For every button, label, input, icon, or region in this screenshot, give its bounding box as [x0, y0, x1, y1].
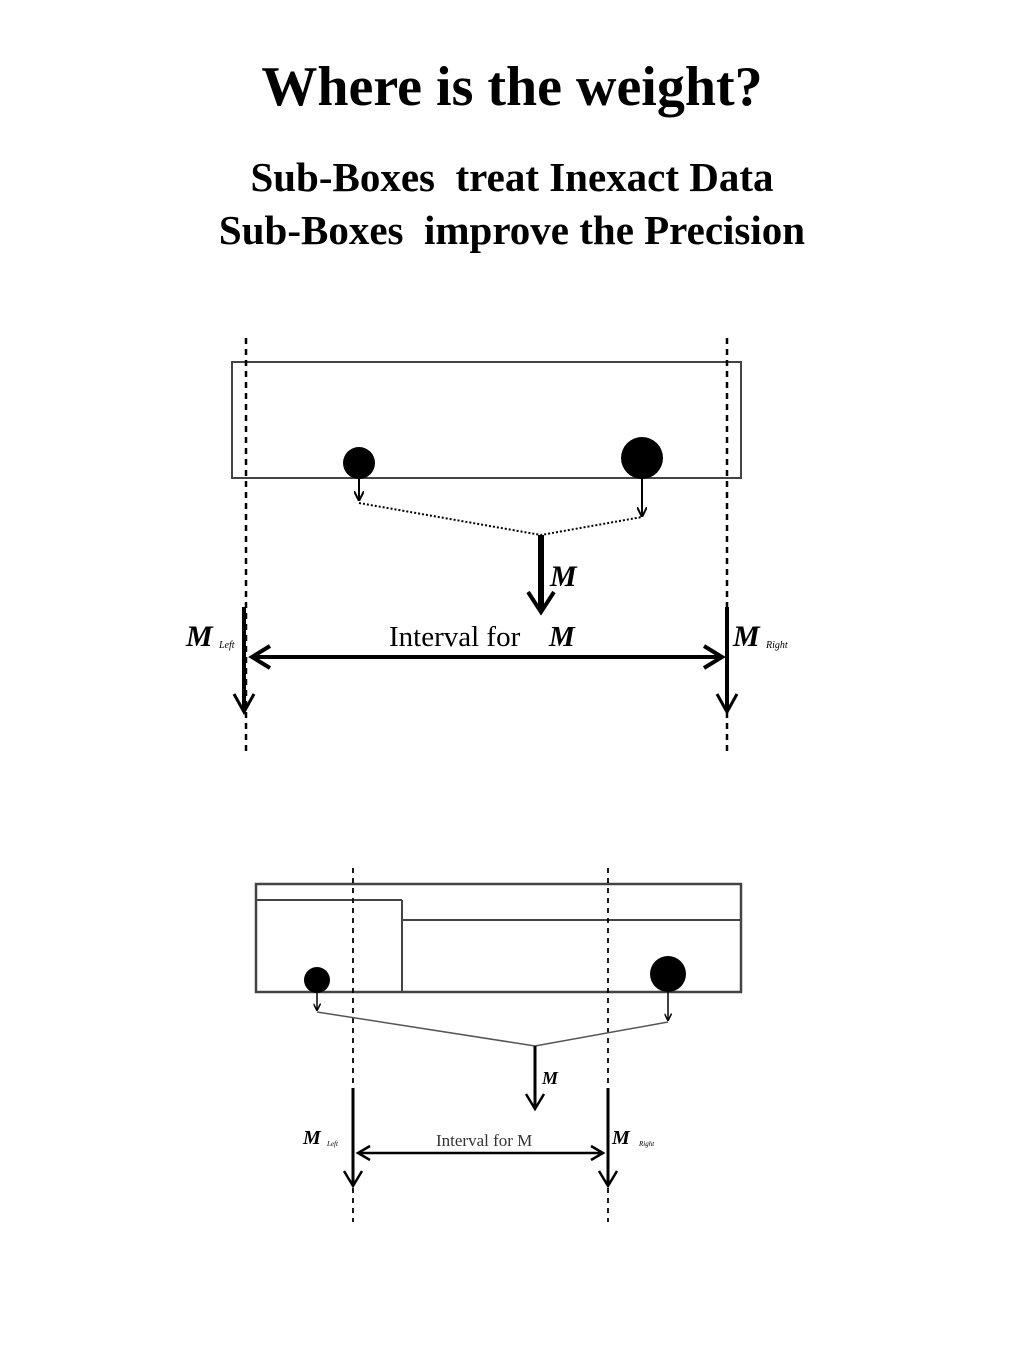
- bottom-m-right-subscript: Right: [638, 1140, 655, 1148]
- top-large-mass: [621, 437, 663, 479]
- bottom-large-mass: [650, 956, 686, 992]
- top-right-m-arrowhead: [715, 693, 739, 716]
- top-body-box: [231, 361, 742, 479]
- top-left-m-arrowhead: [232, 693, 256, 716]
- bottom-interval-label: Interval for M: [436, 1131, 532, 1150]
- bottom-left-m-arrowhead: [342, 1170, 364, 1189]
- top-diagram: M Interval for M M Left M Right: [185, 338, 788, 752]
- bottom-m-left-subscript: Left: [326, 1140, 339, 1148]
- bottom-right-m-arrowhead: [597, 1170, 619, 1189]
- subtitle-line-2: Sub-Boxes improve the Precision: [218, 207, 806, 253]
- page-title: Where is the weight?: [261, 56, 763, 118]
- top-m-right-label: M: [732, 620, 761, 653]
- top-small-mass: [343, 447, 375, 479]
- top-interval-right-head: [702, 644, 726, 670]
- top-combine-lines: [358, 502, 643, 537]
- bottom-interval-left-head: [355, 1144, 371, 1162]
- bottom-diagram: M Interval for M M Left M Right: [254, 868, 743, 1222]
- bottom-m-right-label: M: [611, 1127, 631, 1149]
- bottom-resultant-arrowhead: [524, 1093, 546, 1112]
- subtitle-line-1: Sub-Boxes treat Inexact Data: [250, 154, 774, 200]
- bottom-resultant-label: M: [541, 1068, 559, 1088]
- bottom-m-left-label: M: [302, 1127, 322, 1149]
- top-interval-left-head: [248, 644, 272, 670]
- top-m-left-subscript: Left: [218, 640, 235, 651]
- top-m-right-subscript: Right: [765, 640, 788, 651]
- top-interval-label: Interval for: [389, 621, 521, 653]
- top-m-left-label: M: [185, 620, 214, 653]
- bottom-combine-lines: [316, 1011, 669, 1047]
- top-interval-var: M: [548, 621, 576, 653]
- top-resultant-label: M: [549, 560, 578, 593]
- bottom-small-mass: [304, 967, 330, 993]
- bottom-interval-right-head: [590, 1144, 606, 1162]
- bottom-body-box: [254, 882, 743, 994]
- top-resultant-arrowhead: [526, 590, 556, 616]
